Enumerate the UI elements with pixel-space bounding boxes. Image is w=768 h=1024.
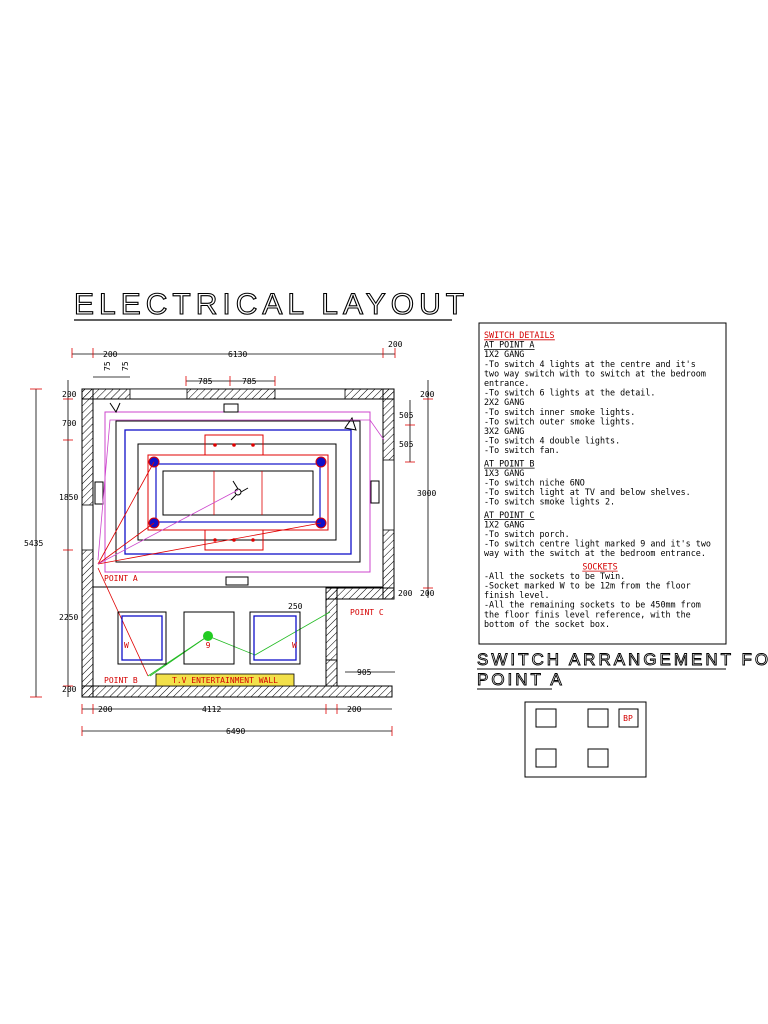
- sockets-heading: SOCKETS: [582, 561, 617, 571]
- sockets-note-line: bottom of the socket box.: [484, 619, 610, 629]
- ceiling-detail: [94, 402, 380, 586]
- svg-text:9: 9: [206, 641, 211, 650]
- dim-small-b: 75: [121, 361, 130, 371]
- dim-right-200-a: 200: [398, 589, 413, 598]
- point-a-note-line: -To switch fan.: [484, 445, 560, 455]
- switch-plate: [535, 708, 557, 728]
- point-a-note-line: two way switch with to switch at the bed…: [484, 368, 706, 378]
- svg-text:W: W: [124, 641, 129, 650]
- dim-bottom-right: 200: [347, 705, 362, 714]
- dim-785-b: 785: [242, 377, 257, 386]
- switch-plate: [587, 748, 609, 768]
- dim-bottom-left: 200: [98, 705, 113, 714]
- point-b-note-line: -To switch niche 6NO: [484, 478, 585, 488]
- sockets-note-line: -All the sockets to be Twin.: [484, 571, 625, 581]
- dim-right-200-b: 200: [420, 589, 435, 598]
- dim-top-right: 200: [388, 340, 403, 349]
- room-furniture: 9 W W T.V ENTERTAINMENT WALL: [117, 611, 301, 687]
- point-b-note-line: -To switch light at TV and below shelves…: [484, 487, 691, 497]
- point-a-note-line: 3X2 GANG: [484, 426, 524, 436]
- switch-plate: [587, 708, 609, 728]
- point-c-label: POINT C: [350, 608, 384, 617]
- dim-left-1850: 1850: [59, 493, 78, 502]
- switch-plate: [618, 708, 639, 728]
- dim-right-505-a: 505: [399, 411, 414, 420]
- arrangement-title-line2: POINT A: [477, 670, 565, 689]
- floor-plan-walls: [81, 388, 395, 698]
- dimension-lines: [30, 348, 433, 736]
- switch-details-heading: SWITCH DETAILS: [484, 330, 555, 340]
- point-a-note-line: 2X2 GANG: [484, 397, 524, 407]
- point-c-note-line: 1X2 GANG: [484, 519, 524, 529]
- dim-right-top: 200: [420, 390, 435, 399]
- dim-right-3000: 3000: [417, 489, 436, 498]
- point-a-note-line: -To switch 4 lights at the centre and it…: [484, 359, 696, 369]
- dim-top-main: 6130: [228, 350, 247, 359]
- point-a-note-line: entrance.: [484, 378, 529, 388]
- point-c-note-line: -To switch porch.: [484, 529, 570, 539]
- dim-door-250: 250: [288, 602, 303, 611]
- drawing-title: ELECTRICAL LAYOUT: [74, 288, 469, 321]
- tv-entertainment-wall: [155, 673, 295, 687]
- sockets-note-line: -Socket marked W to be 12m from the floo…: [484, 581, 691, 591]
- arrangement-extra-label: BP: [623, 714, 633, 723]
- point-b-heading: AT POINT B: [484, 458, 534, 468]
- sockets-note-line: the floor finis level reference, with th…: [484, 609, 691, 619]
- arrangement-title-line1: SWITCH ARRANGEMENT FOR: [477, 650, 768, 669]
- point-b-note-line: 1X3 GANG: [484, 468, 524, 478]
- dim-left-top: 200: [62, 390, 77, 399]
- switch-arrangement-box: BP: [524, 701, 647, 778]
- point-c-note-line: way with the switch at the bedroom entra…: [484, 548, 706, 558]
- point-c-note-line: -To switch centre light marked 9 and it'…: [484, 539, 711, 549]
- point-a-note-line: -To switch inner smoke lights.: [484, 407, 635, 417]
- point-b-note-line: -To switch smoke lights 2.: [484, 497, 615, 507]
- point-a-note-line: -To switch 6 lights at the detail.: [484, 388, 655, 398]
- sockets-note-line: finish level.: [484, 590, 550, 600]
- wiring: [97, 419, 385, 677]
- dim-door-905: 905: [357, 668, 372, 677]
- dim-left-bottom: 200: [62, 685, 77, 694]
- sockets-note-line: -All the remaining sockets to be 450mm f…: [484, 600, 701, 610]
- tv-wall-label: T.V ENTERTAINMENT WALL: [172, 676, 278, 685]
- switch-details-panel: [478, 322, 727, 645]
- switch-plate: [535, 748, 557, 768]
- point-b-label: POINT B: [104, 676, 138, 685]
- dim-785-a: 785: [198, 377, 213, 386]
- point-c-heading: AT POINT C: [484, 510, 534, 520]
- dim-left-overall: 5435: [24, 539, 43, 548]
- dim-bottom-main: 4112: [202, 705, 221, 714]
- dim-left-2250: 2250: [59, 613, 78, 622]
- dim-bottom-overall: 6490: [226, 727, 245, 736]
- svg-text:W: W: [292, 641, 297, 650]
- dim-small-a: 75: [103, 361, 112, 371]
- point-a-heading: AT POINT A: [484, 340, 534, 350]
- point-a-note-line: 1X2 GANG: [484, 349, 524, 359]
- dim-top-left: 200: [103, 350, 118, 359]
- point-a-note-line: -To switch 4 double lights.: [484, 436, 620, 446]
- dim-left-700: 700: [62, 419, 77, 428]
- point-a-note-line: -To switch outer smoke lights.: [484, 416, 635, 426]
- dim-right-505-b: 505: [399, 440, 414, 449]
- point-a-label: POINT A: [104, 574, 138, 583]
